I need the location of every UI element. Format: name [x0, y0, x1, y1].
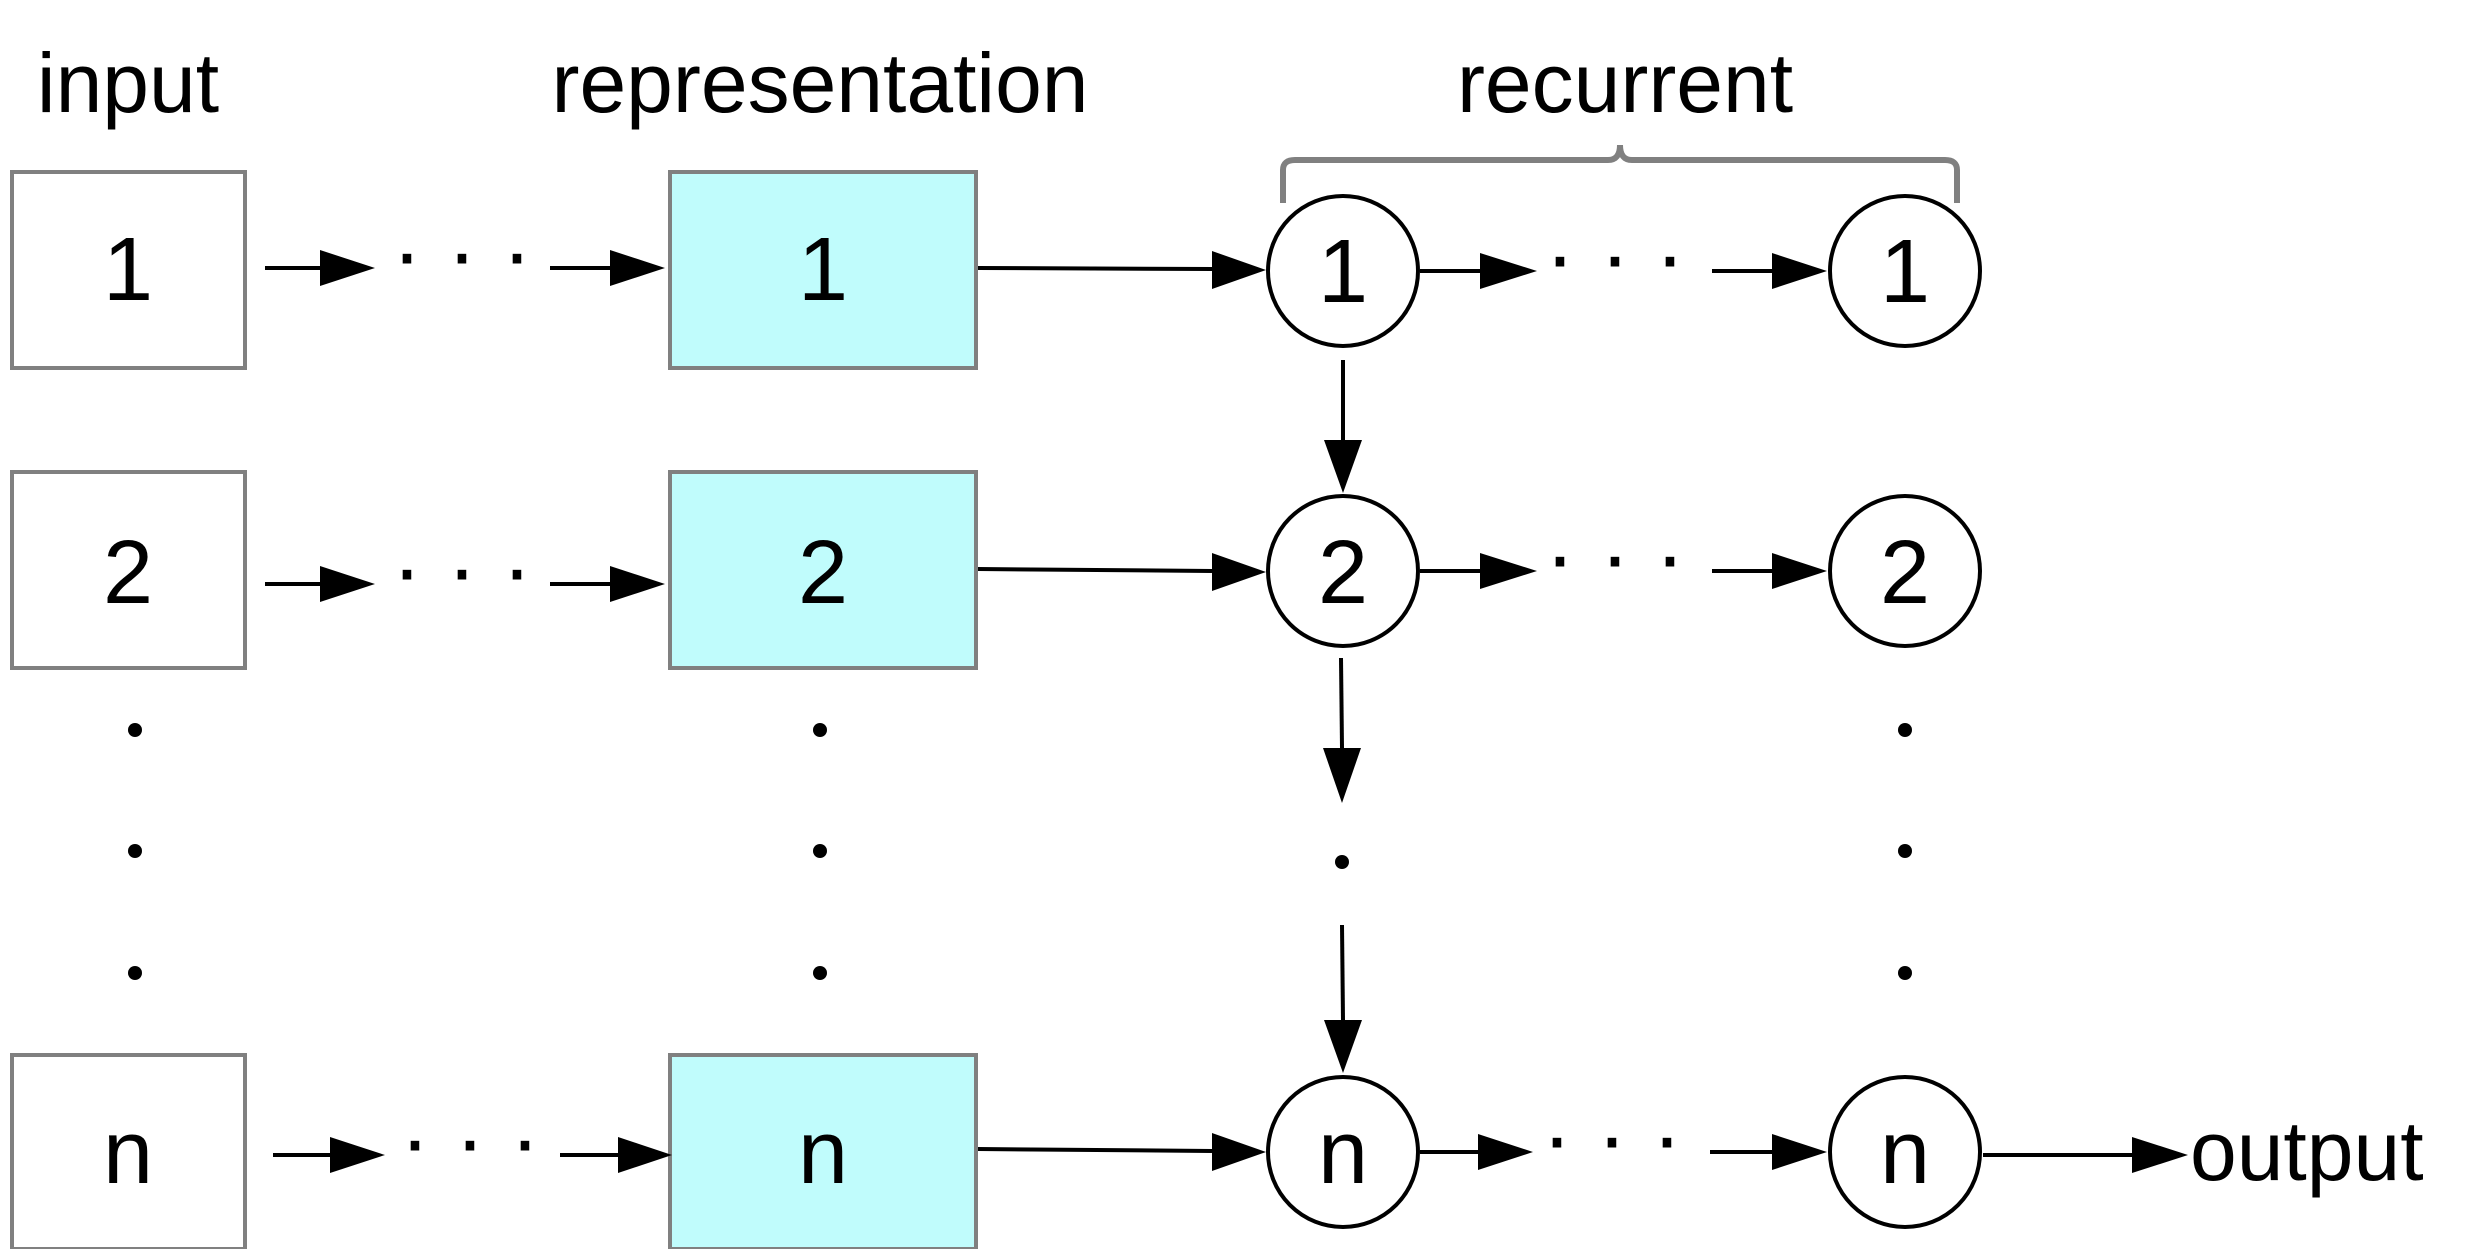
recurrent-brace [1280, 144, 1960, 203]
ellipsis-dot [1898, 844, 1912, 858]
recurrent-node-2-first [1266, 494, 1420, 648]
arrowhead [610, 566, 665, 602]
representation-label-1: 1 [798, 220, 848, 320]
input-header: input [37, 36, 219, 130]
arrowhead [1480, 253, 1537, 289]
ellipsis-recurrent-1: · · · [1545, 206, 1685, 306]
arrowhead [1772, 553, 1827, 589]
arrowhead [330, 1137, 385, 1173]
arrow-line [977, 567, 1213, 573]
arrow-line [1339, 657, 1344, 749]
representation-label-n: n [798, 1103, 848, 1203]
arrowhead [320, 566, 375, 602]
ellipsis-dot [128, 844, 142, 858]
arrow-line [1340, 924, 1345, 1021]
arrowhead [618, 1137, 672, 1173]
representation-label-2: 2 [798, 523, 848, 623]
input-label-n: n [103, 1103, 153, 1203]
input-label-2: 2 [103, 523, 153, 623]
recurrent-node-1-last [1828, 194, 1982, 348]
arrow-line [977, 1147, 1213, 1153]
arrowhead [1323, 748, 1361, 803]
ellipsis-dot [128, 723, 142, 737]
ellipsis-dot [128, 966, 142, 980]
ellipsis-dot [1898, 966, 1912, 980]
arrowhead [1772, 1134, 1827, 1170]
input-label-1: 1 [103, 220, 153, 320]
representation-header: representation [551, 36, 1088, 130]
ellipsis-recurrent-2: · · · [1545, 506, 1685, 606]
ellipsis-input-n: · · · [400, 1090, 540, 1190]
ellipsis-dot [1898, 723, 1912, 737]
recurrent-node-label-1-first: 1 [1318, 222, 1368, 322]
arrowhead [1772, 253, 1827, 289]
arrowhead [1480, 553, 1537, 589]
arrowhead [2132, 1137, 2188, 1173]
recurrent-header: recurrent [1457, 36, 1793, 130]
arrowhead [1324, 1020, 1362, 1073]
vertical-ellipsis [128, 723, 1912, 980]
arrowhead [1478, 1134, 1533, 1170]
ellipsis-input-1: · · · [392, 203, 532, 303]
arrow-line [977, 266, 1213, 271]
row-2: 2 2 2 2 · · · · · · [10, 470, 1982, 670]
ellipsis-dot [813, 966, 827, 980]
recurrent-node-label-2-last: 2 [1880, 523, 1930, 623]
input-box-1 [10, 170, 247, 370]
row-n: n n n n · · · · · · output [10, 1053, 2424, 1249]
ellipsis-recurrent-n: · · · [1542, 1087, 1682, 1187]
representation-box-n [668, 1053, 978, 1249]
output-label: output [2190, 1104, 2424, 1198]
ellipsis-input-2: · · · [392, 519, 532, 619]
recurrent-node-label-n-first: n [1318, 1103, 1368, 1203]
vertical-arrows [1323, 360, 1362, 1073]
recurrent-node-n-last [1828, 1075, 1982, 1229]
arrowhead [1212, 1133, 1266, 1171]
recurrent-node-label-2-first: 2 [1318, 523, 1368, 623]
input-box-2 [10, 470, 247, 670]
input-box-n [10, 1053, 247, 1249]
arrowhead [1212, 251, 1266, 289]
arrowhead [1324, 440, 1362, 493]
recurrent-node-2-last [1828, 494, 1982, 648]
arrowhead [610, 250, 665, 286]
ellipsis-dot [813, 844, 827, 858]
recurrent-node-label-1-last: 1 [1880, 222, 1930, 322]
ellipsis-dot [813, 723, 827, 737]
representation-box-2 [668, 470, 978, 670]
recurrent-node-n-first [1266, 1075, 1420, 1229]
arrowhead [1212, 553, 1266, 591]
recurrent-node-1-first [1266, 194, 1420, 348]
representation-box-1 [668, 170, 978, 370]
arrowhead [320, 250, 375, 286]
row-1: 1 1 1 1 · · · · · · [10, 170, 1982, 370]
ellipsis-dot [1335, 855, 1349, 869]
recurrent-node-label-n-last: n [1880, 1103, 1930, 1203]
